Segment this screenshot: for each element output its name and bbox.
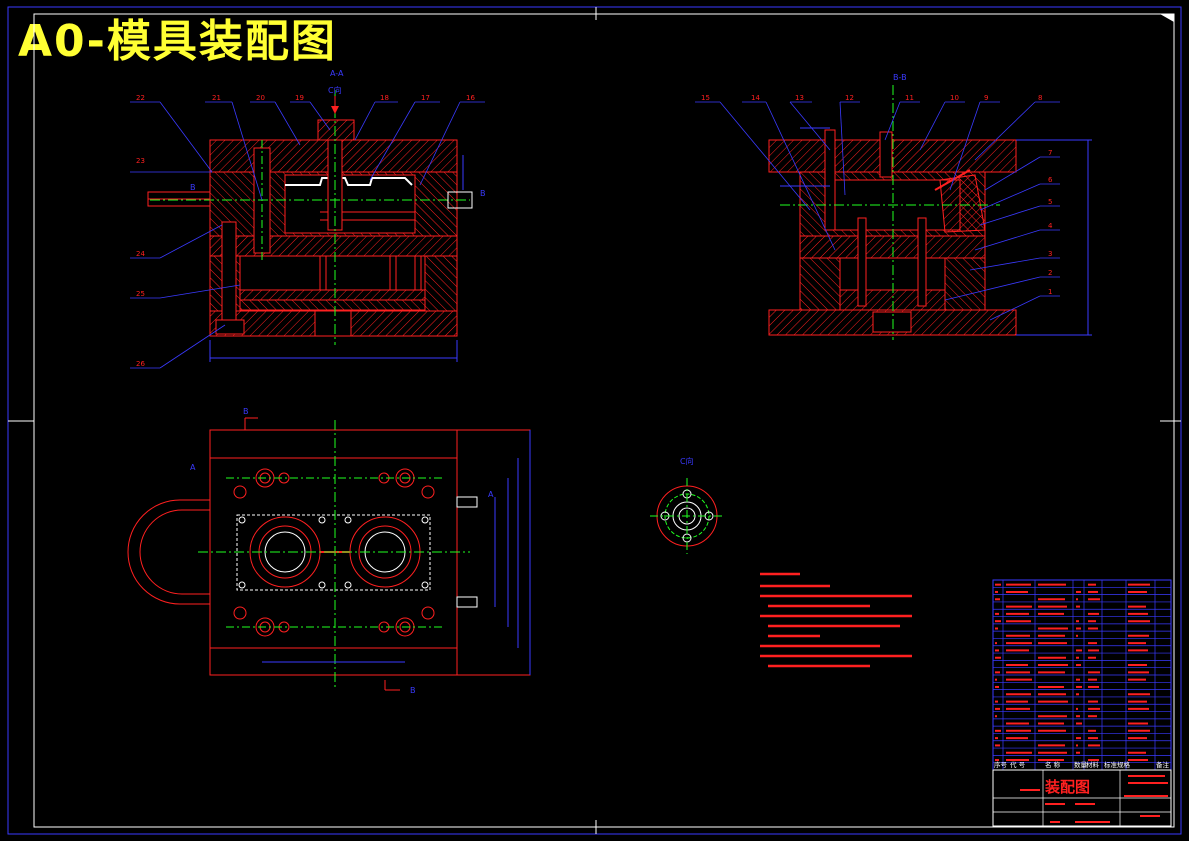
balloon-23: 23 xyxy=(136,157,145,165)
balloon-21: 21 xyxy=(212,94,221,102)
leaders-right xyxy=(695,101,1060,321)
plan-marker-a-left: A xyxy=(190,463,196,472)
balloon-15: 15 xyxy=(701,94,710,102)
balloons-right: 15 14 13 12 11 10 9 8 7 6 5 4 3 2 1 xyxy=(701,94,1053,296)
drawing-name: 装配图 xyxy=(1044,778,1090,796)
balloon-7: 7 xyxy=(1048,149,1052,157)
balloon-14: 14 xyxy=(751,94,760,102)
bom-header: 序号 代 号 名 称 数量 材料 标准规格 备注 xyxy=(994,760,1170,769)
drawing-title: A0-模具装配图 xyxy=(18,16,337,67)
title-block: 序号 代 号 名 称 数量 材料 标准规格 备注 装配图 xyxy=(992,760,1172,827)
balloon-12: 12 xyxy=(845,94,854,102)
section-bb-view: B-B xyxy=(768,73,1092,340)
balloon-8: 8 xyxy=(1038,94,1042,102)
balloon-3: 3 xyxy=(1048,250,1052,258)
section-marker-b-left: B xyxy=(190,183,196,192)
balloon-4: 4 xyxy=(1048,222,1053,230)
header-name: 名 称 xyxy=(1045,760,1061,769)
balloon-19: 19 xyxy=(295,94,304,102)
technical-notes xyxy=(760,572,912,668)
plan-marker-b-top: B xyxy=(243,407,249,416)
plan-marker-a-right: A xyxy=(488,490,494,499)
balloon-16: 16 xyxy=(466,94,475,102)
balloon-18: 18 xyxy=(380,94,389,102)
balloon-11: 11 xyxy=(905,94,914,102)
leaders-left xyxy=(130,101,485,369)
section-marker-b-right: B xyxy=(480,189,486,198)
balloon-25: 25 xyxy=(136,290,145,298)
section-aa-view: A-A C向 B B xyxy=(147,69,486,362)
balloon-1: 1 xyxy=(1048,288,1052,296)
balloon-5: 5 xyxy=(1048,198,1052,206)
section-bb-label: B-B xyxy=(893,73,907,82)
section-aa-label: A-A xyxy=(330,69,344,78)
balloon-2: 2 xyxy=(1048,269,1052,277)
balloon-17: 17 xyxy=(421,94,430,102)
c-direction-top-label: C向 xyxy=(328,85,342,95)
balloon-10: 10 xyxy=(950,94,959,102)
balloons-left: 22 21 20 19 18 17 16 23 24 25 26 xyxy=(136,94,475,368)
header-qty: 数量 xyxy=(1074,760,1088,769)
balloon-26: 26 xyxy=(136,360,145,368)
header-code: 代 号 xyxy=(1010,760,1026,769)
header-standard: 标准规格 xyxy=(1104,760,1131,769)
plan-marker-b-bottom: B xyxy=(410,686,416,695)
c-view-label: C向 xyxy=(680,456,694,466)
header-material: 材料 xyxy=(1086,760,1100,769)
header-remark: 备注 xyxy=(1156,760,1170,769)
balloon-6: 6 xyxy=(1048,176,1053,184)
bill-of-materials xyxy=(992,579,1172,771)
c-direction-view: C向 xyxy=(650,456,724,554)
balloon-9: 9 xyxy=(984,94,988,102)
balloon-22: 22 xyxy=(136,94,145,102)
plan-view: B B A A xyxy=(127,407,531,695)
balloon-24: 24 xyxy=(136,250,145,258)
balloon-13: 13 xyxy=(795,94,804,102)
header-index: 序号 xyxy=(994,760,1008,769)
balloon-20: 20 xyxy=(256,94,265,102)
